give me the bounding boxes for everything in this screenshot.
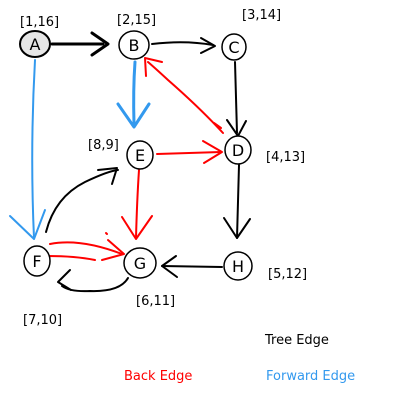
node-label: E (135, 146, 145, 165)
forward-edges (9, 59, 151, 240)
nodes: A B C D E F G H (19, 30, 253, 281)
node-label: C (228, 38, 239, 57)
interval-label-H: [5,12] (268, 267, 307, 282)
edge-E-D (156, 140, 223, 164)
edge-E-G (121, 169, 153, 240)
node-label: D (232, 141, 244, 160)
node-label: G (134, 254, 146, 273)
edge-A-F (9, 59, 46, 240)
node-label: A (30, 35, 41, 54)
edge-F-E (45, 167, 119, 233)
interval-label-A: [1,16] (20, 15, 59, 30)
interval-label-C: [3,14] (242, 8, 281, 23)
edge-B-C (151, 37, 216, 54)
interval-label-F: [7,10] (23, 313, 62, 328)
tree-edges (45, 31, 251, 293)
edge-C-D (226, 61, 247, 137)
edge-A-B (50, 31, 110, 57)
node-D: D (224, 135, 252, 165)
interval-label-D: [4,13] (266, 150, 305, 165)
edge-G-F (57, 269, 129, 293)
node-A: A (19, 30, 51, 58)
interval-label-E: [8,9] (88, 138, 119, 153)
interval-label-G: [6,11] (136, 294, 175, 309)
interval-labels: [1,16] [2,15] [3,14] [4,13] [8,9] [7,10]… (20, 8, 307, 328)
node-C: C (221, 33, 247, 61)
legend-back-edge: Back Edge (124, 369, 192, 384)
node-H: H (223, 251, 253, 281)
legend-tree-edge: Tree Edge (264, 333, 329, 348)
node-G: G (123, 247, 157, 279)
node-label: F (32, 252, 41, 271)
edge-B-E (116, 60, 151, 129)
edge-F-G (47, 232, 125, 261)
node-F: F (23, 245, 51, 277)
back-edges (47, 57, 224, 261)
node-label: H (232, 257, 244, 276)
legend: Tree Edge Back Edge Forward Edge (124, 333, 355, 384)
node-label: B (129, 36, 140, 55)
node-E: E (126, 140, 154, 170)
interval-label-B: [2,15] (117, 13, 156, 28)
edge-D-B (144, 57, 224, 134)
node-B: B (118, 30, 150, 60)
legend-forward-edge: Forward Edge (266, 369, 355, 384)
edge-H-G (161, 255, 223, 278)
edge-D-H (223, 164, 251, 239)
